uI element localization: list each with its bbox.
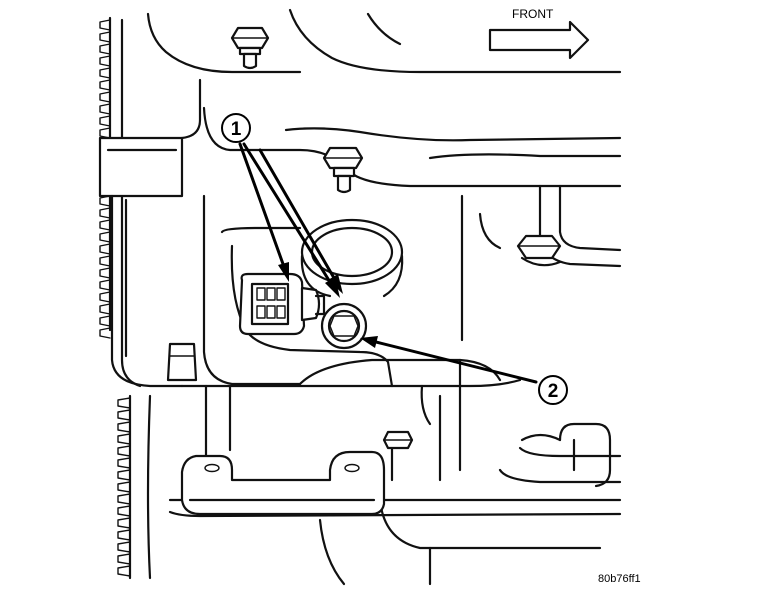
- front-direction-indicator: FRONT: [488, 7, 590, 60]
- sensor-connector: [238, 272, 326, 336]
- gear-tooth: [117, 421, 131, 433]
- gear-tooth: [99, 315, 111, 327]
- callout-2-badge: [538, 375, 568, 405]
- gear-tooth: [99, 115, 111, 127]
- gear-tooth: [99, 255, 111, 267]
- gear-tooth: [99, 243, 111, 255]
- gear-tooth: [99, 19, 111, 31]
- callout-1-leader-b: [242, 142, 332, 284]
- gear-tooth: [117, 553, 131, 565]
- flange-bolt: [166, 342, 198, 382]
- figure-id: 80b76ff1: [598, 573, 641, 585]
- callout-1: 1: [221, 113, 343, 298]
- front-label: FRONT: [512, 7, 554, 21]
- gear-tooth: [99, 79, 111, 91]
- gear-tooth: [117, 565, 131, 577]
- callout-2: 2: [360, 336, 568, 405]
- gear-tooth: [117, 505, 131, 517]
- sensor-mounting-bolt: [320, 302, 368, 350]
- right-bracket: [520, 422, 612, 488]
- gear-tooth: [117, 529, 131, 541]
- right-bolt: [516, 234, 562, 267]
- bellhousing-flange: [98, 78, 202, 388]
- gear-tooth: [117, 397, 131, 409]
- upper-middle-bolt: [322, 146, 364, 194]
- gear-tooth: [99, 103, 111, 115]
- gear-tooth: [117, 517, 131, 529]
- gear-tooth: [99, 55, 111, 67]
- ring-boss: [300, 218, 404, 298]
- gear-tooth: [99, 219, 111, 231]
- gear-tooth: [99, 43, 111, 55]
- callout-1-badge: [221, 113, 251, 143]
- front-arrow-icon: [488, 20, 590, 60]
- gear-tooth: [117, 457, 131, 469]
- gear-tooth: [99, 91, 111, 103]
- callout-2-leader: [374, 340, 538, 384]
- gear-tooth: [117, 481, 131, 493]
- gear-tooth: [99, 67, 111, 79]
- callout-2-number: 2: [548, 381, 559, 402]
- gear-tooth: [117, 469, 131, 481]
- lower-bracket: [180, 450, 386, 516]
- gear-tooth: [99, 267, 111, 279]
- gear-tooth: [99, 207, 111, 219]
- gear-tooth: [117, 409, 131, 421]
- callout-1-leader-c: [258, 148, 336, 280]
- gear-tooth: [99, 127, 111, 139]
- gear-tooth: [99, 231, 111, 243]
- gear-tooth: [99, 291, 111, 303]
- top-bolt: [230, 26, 270, 70]
- callout-1-number: 1: [231, 119, 242, 140]
- gear-tooth: [117, 433, 131, 445]
- gear-tooth: [117, 445, 131, 457]
- gear-tooth: [99, 303, 111, 315]
- gear-tooth: [99, 279, 111, 291]
- gear-tooth: [99, 31, 111, 43]
- lower-small-bolt: [382, 430, 414, 450]
- flywheel-ring-gear-lower: [117, 394, 152, 580]
- callout-1-leader-a: [238, 142, 285, 266]
- gear-tooth: [99, 327, 111, 339]
- engine-block: [146, 8, 622, 586]
- gear-tooth: [117, 541, 131, 553]
- flywheel-ring-gear-upper: [99, 16, 142, 388]
- gear-tooth: [99, 195, 111, 207]
- gear-tooth: [117, 493, 131, 505]
